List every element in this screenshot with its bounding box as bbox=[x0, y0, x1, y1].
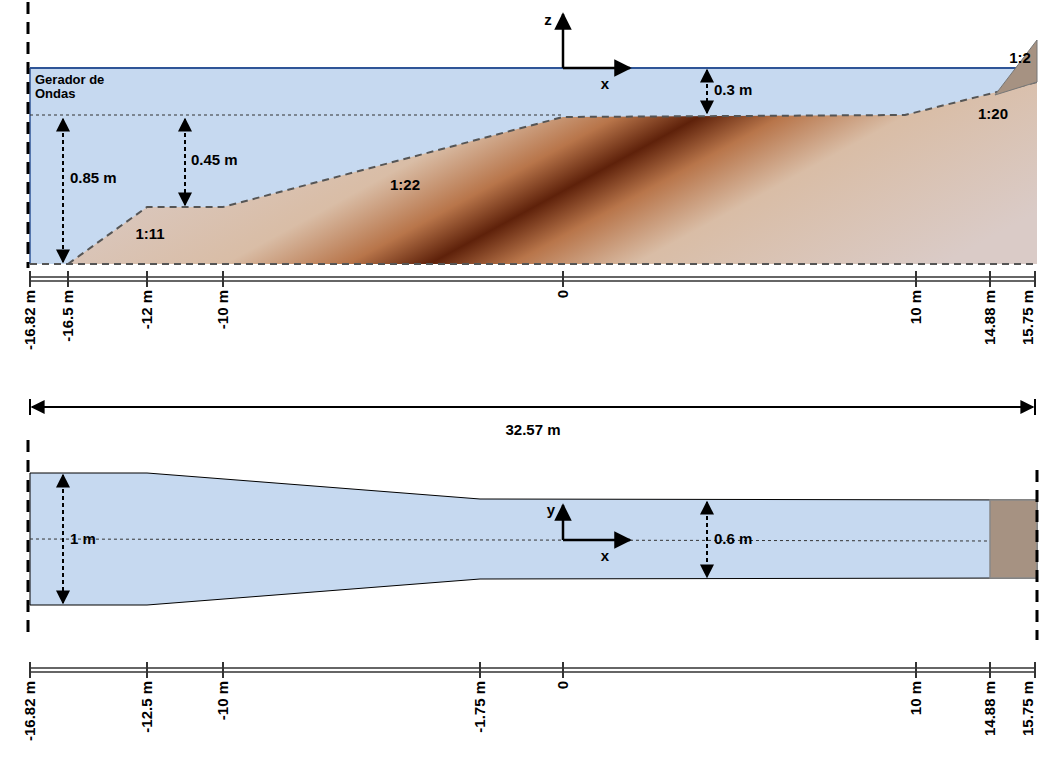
centerline bbox=[30, 539, 990, 541]
tick bbox=[29, 662, 31, 678]
tick-label: 10 m bbox=[908, 681, 925, 715]
dimension-arrow bbox=[62, 119, 64, 262]
tick bbox=[222, 271, 224, 287]
dimension-arrow bbox=[706, 502, 708, 577]
scale-line bbox=[30, 667, 1035, 669]
tick-label: -16.5 m bbox=[60, 290, 77, 342]
flume-floor bbox=[30, 263, 1037, 265]
tick bbox=[989, 662, 991, 678]
tick-label: 10 m bbox=[908, 290, 925, 324]
tick-label: 15.75 m bbox=[1020, 681, 1037, 736]
scale-line bbox=[30, 671, 1035, 673]
tick bbox=[29, 399, 31, 415]
tick-label: 0 bbox=[555, 290, 572, 298]
tick bbox=[562, 662, 564, 678]
dimension-label: 0.6 m bbox=[714, 531, 752, 548]
tick-label: -10 m bbox=[215, 681, 232, 720]
slope-label: 1:20 bbox=[978, 106, 1008, 123]
tick-label: 15.75 m bbox=[1020, 290, 1037, 345]
boundary-dash bbox=[1036, 470, 1039, 640]
slope-label: 1:11 bbox=[135, 226, 164, 243]
dimension-label: 0.85 m bbox=[70, 170, 117, 187]
tick bbox=[29, 271, 31, 287]
dimension-label: 0.3 m bbox=[714, 82, 752, 99]
tick-label: -1.75 m bbox=[472, 681, 489, 733]
beach-slope bbox=[995, 40, 1037, 95]
tick bbox=[915, 271, 917, 287]
bed-profile bbox=[68, 82, 1037, 264]
tick bbox=[146, 271, 148, 287]
scale-line bbox=[30, 280, 1035, 282]
tick bbox=[989, 271, 991, 287]
z-axis bbox=[562, 14, 565, 68]
tick bbox=[1034, 662, 1036, 678]
tick-label: -16.82 m bbox=[22, 290, 39, 350]
slope-label: 1:2 bbox=[1009, 50, 1031, 67]
reference-level bbox=[30, 115, 563, 116]
boundary-dash bbox=[27, 2, 30, 268]
channel-plan bbox=[30, 473, 1037, 605]
dimension-arrow bbox=[706, 70, 708, 113]
dimension-label: 32.57 m bbox=[505, 422, 560, 439]
tick-label: 14.88 m bbox=[982, 290, 999, 345]
axis-name: x bbox=[601, 548, 609, 565]
tick bbox=[222, 662, 224, 678]
slope-label: 1:22 bbox=[390, 177, 420, 194]
generator-label: Gerador de Ondas bbox=[35, 73, 113, 102]
axis-name: z bbox=[544, 12, 552, 29]
beach-plan bbox=[990, 500, 1037, 578]
tick bbox=[562, 271, 564, 287]
tick-label: -10 m bbox=[215, 290, 232, 329]
y-axis bbox=[562, 505, 565, 540]
tick-label: -12 m bbox=[139, 290, 156, 329]
water-body bbox=[30, 68, 1037, 264]
tick-label: 0 bbox=[555, 681, 572, 689]
sand-bed bbox=[68, 82, 1037, 264]
tick bbox=[1034, 399, 1036, 415]
tick bbox=[1034, 271, 1036, 287]
tick-label: -12.5 m bbox=[139, 681, 156, 733]
tick-label: -16.82 m bbox=[22, 681, 39, 741]
tick bbox=[146, 662, 148, 678]
dimension-arrow bbox=[184, 119, 186, 205]
axis-name: x bbox=[601, 76, 609, 93]
boundary-dash bbox=[27, 440, 30, 640]
x-axis bbox=[563, 67, 630, 70]
dimension-label: 0.45 m bbox=[191, 152, 238, 169]
scale-line bbox=[30, 276, 1035, 278]
water-surface bbox=[30, 67, 1020, 69]
tick-label: 14.88 m bbox=[982, 681, 999, 736]
tick bbox=[67, 271, 69, 287]
tick bbox=[479, 662, 481, 678]
dimension-arrow bbox=[62, 475, 64, 603]
x-axis bbox=[563, 539, 630, 542]
dimension-label: 1 m bbox=[70, 531, 96, 548]
tick bbox=[915, 662, 917, 678]
length-arrow bbox=[32, 406, 1033, 408]
axis-name: y bbox=[547, 502, 555, 519]
